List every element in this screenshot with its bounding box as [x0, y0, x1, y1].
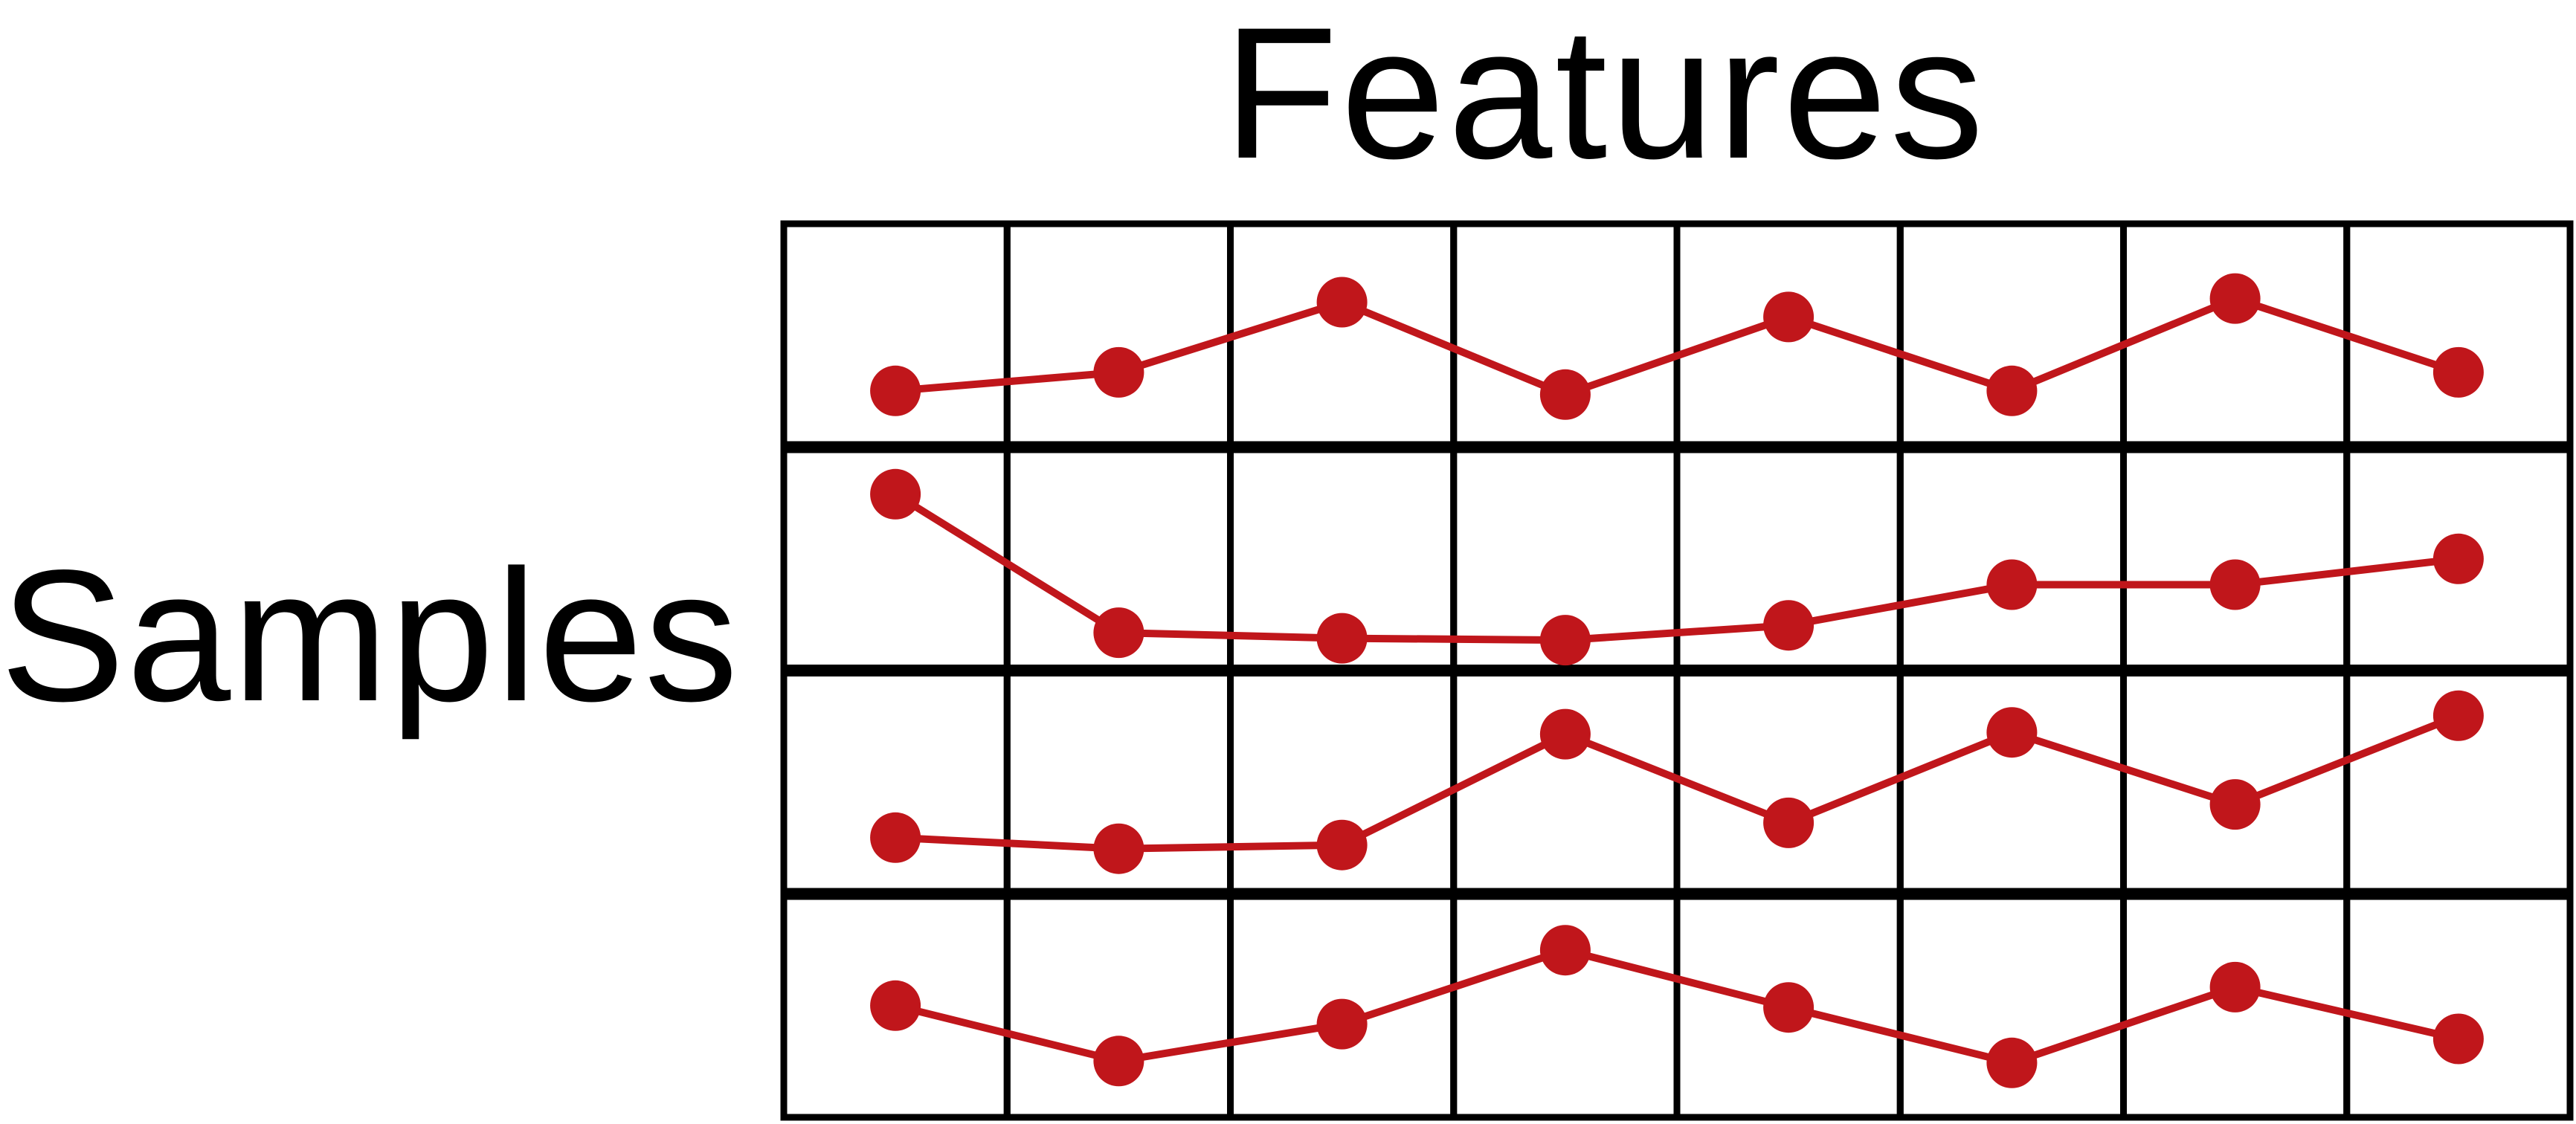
sample-3-feature-7-point [2209, 779, 2261, 830]
grid-cell-r4-c8 [2343, 891, 2574, 1121]
sample-2-feature-7-point [2209, 559, 2261, 610]
sample-1-feature-3-point [1316, 277, 1368, 328]
sample-series-1 [870, 273, 2484, 420]
sample-4-feature-3-point [1316, 998, 1368, 1050]
sample-1-feature-4-point [1539, 369, 1591, 420]
samples-title: Samples [0, 532, 740, 740]
sample-1-feature-8-point [2432, 346, 2484, 398]
sample-3-feature-3-point [1316, 819, 1368, 871]
sample-series-line-1 [895, 294, 2460, 398]
sample-3-feature-2-point [1093, 823, 1144, 874]
sample-4-feature-5-point [1763, 982, 1815, 1033]
grid-cell-r2-c6 [1896, 444, 2127, 674]
sample-series-line-3 [895, 712, 2460, 853]
sample-series-line-4 [894, 946, 2460, 1067]
sample-1-feature-7-point [2209, 273, 2261, 324]
sample-4-feature-8-point [2432, 1013, 2484, 1065]
sample-series-4 [870, 925, 2484, 1088]
grid-cell-r3-c6 [1896, 667, 2127, 897]
sample-3-feature-6-point [1986, 707, 2038, 758]
features-title: Features [1223, 0, 1987, 198]
sample-3-feature-1-point [870, 812, 921, 863]
sample-1-feature-2-point [1093, 346, 1144, 398]
sample-3-feature-4-point [1539, 708, 1591, 760]
row-series [870, 273, 2484, 1088]
sample-2-feature-8-point [2432, 533, 2484, 584]
sample-4-feature-2-point [1093, 1036, 1144, 1087]
sample-series-3 [870, 690, 2484, 874]
sample-1-feature-5-point [1763, 291, 1815, 343]
grid-cell-r3-c5 [1673, 667, 1904, 897]
sample-2-feature-1-point [870, 468, 921, 520]
grid-cell-r3-c4 [1450, 667, 1681, 897]
sample-2-feature-6-point [1986, 559, 2038, 610]
grid-cell-r1-c8 [2343, 220, 2574, 450]
sample-2-feature-3-point [1316, 613, 1368, 664]
sample-1-feature-6-point [1986, 365, 2038, 416]
sample-2-feature-2-point [1093, 607, 1144, 659]
grid-cell-r1-c2 [1003, 220, 1234, 450]
sample-3-feature-8-point [2432, 690, 2484, 741]
sample-4-feature-4-point [1539, 925, 1591, 976]
sample-3-feature-5-point [1763, 797, 1815, 848]
sample-1-feature-1-point [870, 365, 921, 416]
sample-series-line-2 [893, 491, 2459, 645]
sample-2-feature-4-point [1539, 615, 1591, 666]
sample-4-feature-1-point [870, 980, 921, 1031]
sample-4-feature-6-point [1986, 1037, 2038, 1088]
grid-cell-r2-c7 [2120, 444, 2351, 674]
sample-4-feature-7-point [2209, 961, 2261, 1012]
sample-2-feature-5-point [1763, 600, 1815, 651]
row-separators [784, 441, 2570, 900]
grid-cell-r1-c7 [2120, 220, 2351, 450]
sample-series-2 [870, 468, 2484, 666]
